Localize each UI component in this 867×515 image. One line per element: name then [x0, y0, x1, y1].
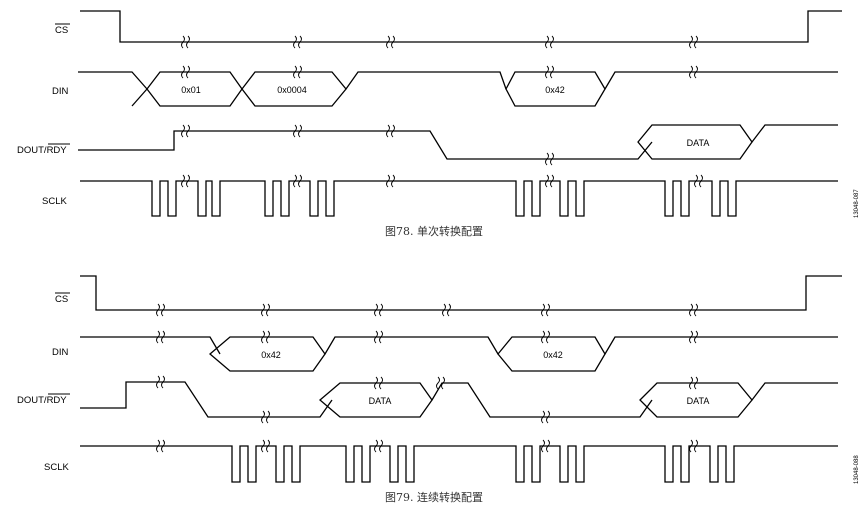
label-rdy: RDY	[47, 145, 68, 156]
label-din: DIN	[52, 86, 69, 97]
dout-value-data-b: DATA	[687, 396, 710, 406]
din-value-0x42-a: 0x42	[261, 350, 281, 360]
din-value-0x0004: 0x0004	[277, 85, 307, 95]
label-dout: DOUT/	[17, 145, 47, 156]
label-din: DIN	[52, 347, 69, 358]
label-dout: DOUT/	[17, 395, 47, 406]
din-waveform	[78, 71, 838, 107]
din-value-0x42: 0x42	[545, 85, 565, 95]
cs-waveform	[80, 275, 842, 311]
dout-value-data-a: DATA	[369, 396, 392, 406]
diagram-continuous-conversion: CS DIN DOUT/RDY SCLK 0x42 0x42 DATA DATA	[17, 275, 860, 504]
label-dout-rdy: DOUT/RDY	[17, 395, 67, 406]
label-dout-rdy: DOUT/RDY	[17, 145, 67, 156]
din-value-0x01: 0x01	[181, 85, 201, 95]
label-cs: CS	[55, 294, 68, 305]
diagram-single-conversion: CS DIN DOUT/RDY SCLK 0x01 0x0004 0x42 DA…	[17, 10, 860, 238]
figure-id: 13048-087	[854, 189, 860, 218]
label-rdy: RDY	[47, 395, 68, 406]
dout-value-data: DATA	[687, 138, 710, 148]
caption: 图78. 单次转换配置	[385, 224, 483, 238]
label-cs: CS	[55, 25, 68, 36]
break-marks	[181, 35, 703, 188]
sclk-waveform	[80, 445, 838, 483]
dout-waveform	[78, 124, 838, 160]
sclk-waveform	[80, 180, 838, 217]
dout-waveform	[80, 381, 838, 418]
break-marks	[156, 303, 698, 453]
caption: 图79. 连续转换配置	[385, 490, 483, 504]
din-waveform	[80, 336, 838, 372]
label-sclk: SCLK	[44, 462, 69, 473]
din-value-0x42-b: 0x42	[543, 350, 563, 360]
cs-waveform	[80, 10, 842, 43]
label-sclk: SCLK	[42, 196, 67, 207]
figure-id: 13048-088	[854, 455, 860, 484]
